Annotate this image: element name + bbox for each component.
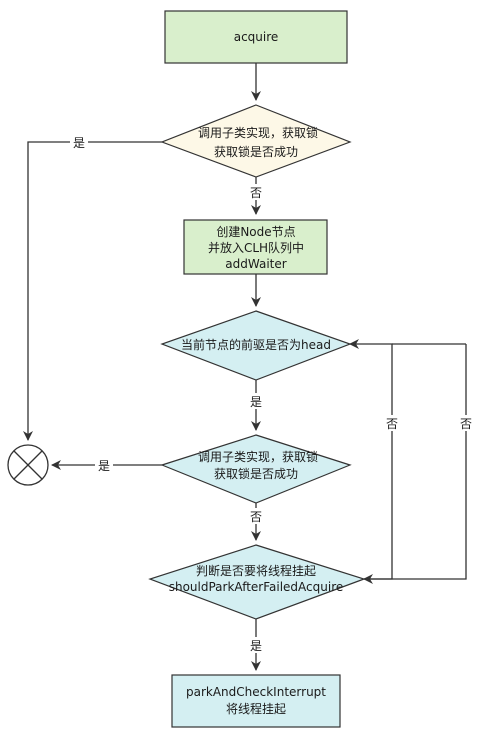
node-is-prev-head-label: 当前节点的前驱是否为head [181,337,331,352]
edge-label-try1-no: 否 [250,186,262,200]
node-try-acquire-1-line1: 调用子类实现，获取锁 [198,125,318,140]
node-is-prev-head: 当前节点的前驱是否为head [160,310,352,381]
edge-label-loop-outer: 否 [460,417,472,431]
node-park-line2: 将线程挂起 [226,701,286,716]
node-try-acquire-2: 调用子类实现，获取锁 获取锁是否成功 [160,434,352,504]
node-should-park-line1: 判断是否要将线程挂起 [196,563,316,578]
node-acquire-shape [164,10,348,64]
node-add-waiter: 创建Node节点 并放入CLH队列中 addWaiter [183,219,328,275]
or-junction-x-icon [7,444,49,486]
edge-label-try1-yes: 是 [73,136,85,150]
edge-label-prevhead-yes: 是 [250,395,262,409]
node-try-acquire-2-shape [160,434,352,504]
edge-label-shouldpark-yes: 是 [250,639,262,653]
edge-loop-inner [349,339,393,580]
node-acquire-label: acquire [234,30,279,44]
node-try-acquire-2-line2: 获取锁是否成功 [214,466,298,481]
edge-try1-yes [23,141,162,441]
edge-loop-outer [363,344,467,584]
node-try-acquire-1-line2: 获取锁是否成功 [214,144,298,159]
node-add-waiter-line1: 创建Node节点 [216,225,295,239]
edge-label-try2-yes: 是 [98,459,110,473]
node-should-park: 判断是否要将线程挂起 shouldParkAfterFailedAcquire [148,544,366,620]
node-acquire: acquire [164,10,348,64]
node-try-acquire-1: 调用子类实现，获取锁 获取锁是否成功 [160,104,352,178]
node-park-shape [171,674,341,728]
edge-label-try2-no: 否 [250,510,262,524]
node-park-line1: parkAndCheckInterrupt [186,685,326,699]
edge-labels: 是 否 是 是 否 否 否 是 [70,134,475,653]
edge-label-loop-inner: 否 [386,417,398,431]
node-try-acquire-2-line1: 调用子类实现，获取锁 [198,449,318,464]
node-try-acquire-1-shape [160,104,352,178]
node-add-waiter-shape [183,219,328,275]
node-should-park-line2: shouldParkAfterFailedAcquire [169,580,344,594]
node-should-park-shape [148,544,366,620]
node-is-prev-head-shape [160,310,352,381]
node-park: parkAndCheckInterrupt 将线程挂起 [171,674,341,728]
node-add-waiter-line2: 并放入CLH队列中 [208,240,304,255]
node-add-waiter-line3: addWaiter [225,257,286,271]
